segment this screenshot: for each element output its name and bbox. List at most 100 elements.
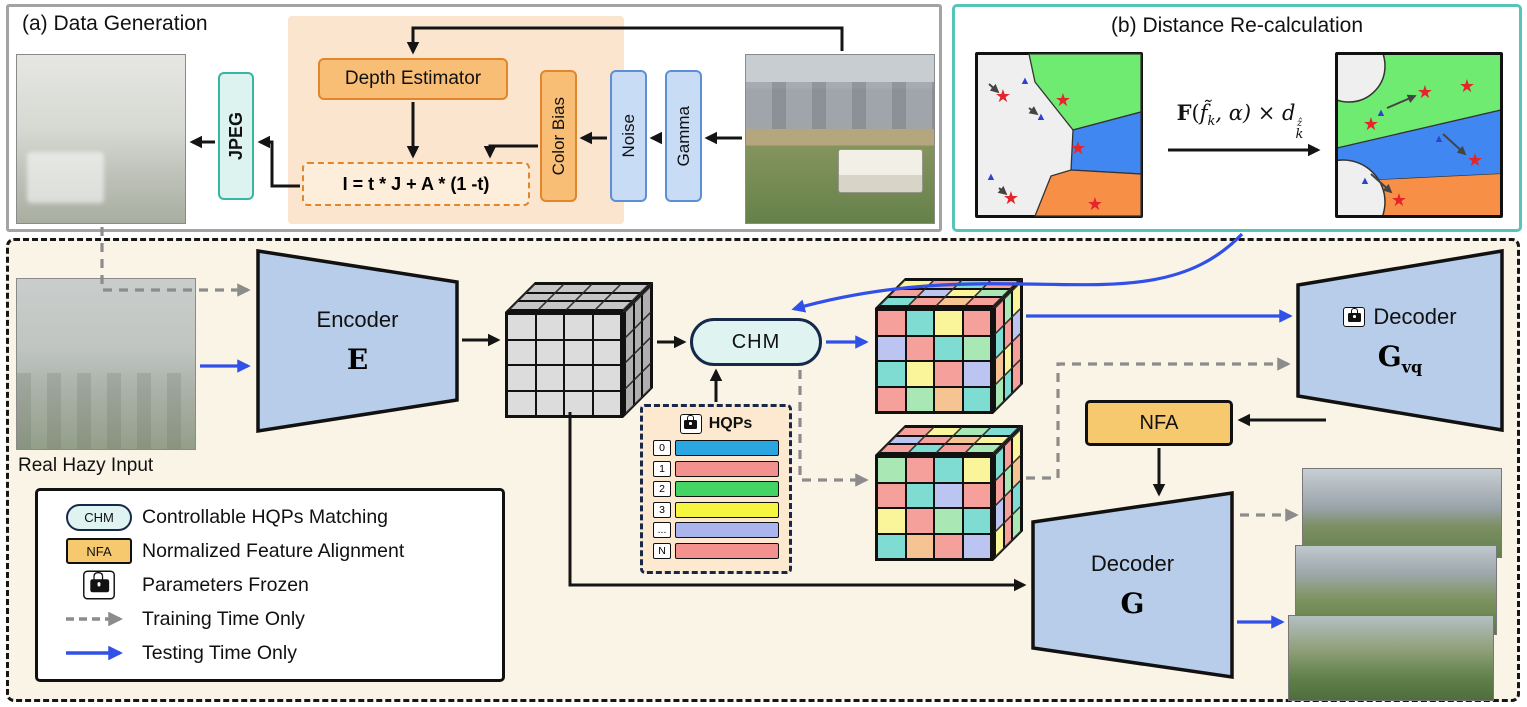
hqp-color-bar (675, 522, 779, 538)
cube-cell (535, 314, 564, 340)
star-icon: ★ (995, 86, 1011, 106)
gamma-label: Gamma (673, 105, 693, 167)
training-feature-cube (875, 425, 1023, 561)
decoder-g-label: Decoder (1090, 550, 1175, 576)
cube-cell (877, 386, 906, 412)
hqp-row: N (653, 542, 779, 559)
cube-cell (877, 457, 906, 483)
nfa-label: NFA (1139, 411, 1179, 434)
lock-chip (679, 414, 702, 434)
voronoi-before-diagram: ★ ★ ★ ★ ★ ▲ ▲ ▲ (975, 52, 1143, 218)
cube-cell (905, 386, 934, 412)
encoder-label: Encoder (316, 306, 399, 332)
star-icon: ★ (1087, 194, 1103, 214)
hqp-row: 2 (653, 481, 779, 497)
cube-cell (592, 390, 621, 416)
hqp-index: N (653, 542, 671, 559)
legend-row-chm: CHM Controllable HQPs Matching (56, 502, 484, 532)
nfa-badge: NFA (66, 538, 132, 564)
cube-cell (905, 335, 934, 361)
voronoi-after-diagram: ★ ★ ★ ★ ★ ▲ ▲ ▲ (1335, 52, 1503, 218)
lock-chip (1343, 307, 1366, 328)
color-bias-label: Color Bias (548, 96, 568, 176)
cube-cell (905, 533, 934, 559)
triangle-icon: ▲ (1020, 75, 1031, 87)
voronoi-frame (1335, 52, 1503, 218)
gamma-module: Gamma (665, 70, 702, 202)
output-image-1 (1302, 468, 1502, 558)
cube-cell (934, 335, 963, 361)
cube-cell (564, 390, 593, 416)
hqp-index: 3 (653, 501, 671, 518)
jpeg-label: JPEG (225, 111, 246, 161)
jpeg-module: JPEG (218, 72, 254, 200)
cube-cell (962, 310, 991, 336)
haze-formula: I = t * J + A * (1 -t) (342, 173, 490, 194)
formula-f-tilde: f̃ (1199, 101, 1208, 125)
formula-sub-k2: k (1295, 127, 1304, 142)
hqp-index: 0 (653, 440, 671, 456)
cube-cell (962, 533, 991, 559)
cube-cell (934, 508, 963, 534)
decoder-vq-trapezoid: Decoder Gvq (1295, 248, 1505, 433)
encoder-shape (256, 248, 459, 434)
feature-triangles: ▲ ▲ ▲ (1360, 107, 1445, 187)
cube-cell (962, 335, 991, 361)
triangle-icon: ▲ (1376, 107, 1387, 119)
chm-label: CHM (731, 330, 781, 353)
triangle-icon: ▲ (1360, 175, 1371, 187)
hqp-index: 2 (653, 481, 671, 497)
star-icon: ★ (1363, 114, 1379, 134)
cube-cell (592, 365, 621, 391)
hqp-color-bar (675, 440, 779, 456)
legend-label-training: Training Time Only (142, 607, 305, 630)
cube-cell (962, 361, 991, 387)
decoder-g-shape (1031, 490, 1234, 680)
cube-cell (877, 361, 906, 387)
triangle-icon: ▲ (1434, 133, 1445, 145)
cube-cell (962, 457, 991, 483)
decoder-vq-symbol: Gvq (1378, 340, 1422, 377)
hqps-title: HQPs (708, 415, 753, 432)
cube-cell (962, 508, 991, 534)
legend-label-testing: Testing Time Only (142, 641, 297, 664)
formula-sub-k: k (1207, 114, 1216, 130)
cube-cell (877, 508, 906, 534)
cube-cell (934, 361, 963, 387)
legend-label-frozen: Parameters Frozen (142, 573, 309, 596)
decoder-vq-symbol-g: G (1377, 340, 1402, 374)
depth-estimator-label: Depth Estimator (344, 68, 482, 89)
cube-front-face (875, 455, 993, 561)
legend-label-chm: Controllable HQPs Matching (142, 505, 389, 528)
star-icon: ★ (1055, 90, 1071, 110)
region-orange (1034, 169, 1142, 217)
quantized-feature-cube (875, 278, 1023, 414)
decoder-g-symbol: G (1120, 586, 1145, 620)
lock-icon (89, 571, 109, 592)
cube-cell (535, 365, 564, 391)
chm-module: CHM (690, 318, 822, 366)
star-icon: ★ (1417, 82, 1433, 102)
color-bias-module: Color Bias (540, 70, 577, 202)
cube-cell (905, 457, 934, 483)
triangle-icon: ▲ (986, 171, 997, 183)
star-icon: ★ (1459, 76, 1475, 96)
hqp-row: 0 (653, 440, 779, 456)
decoder-g-trapezoid: Decoder G (1030, 490, 1235, 680)
star-icon: ★ (1391, 190, 1407, 210)
nfa-module: NFA (1085, 400, 1233, 446)
prototype-stars: ★ ★ ★ ★ ★ (1363, 76, 1483, 210)
cube-cell (507, 390, 536, 416)
real-hazy-input-image (16, 278, 196, 450)
cube-cell (934, 310, 963, 336)
cube-cell (877, 482, 906, 508)
decoder-vq-shape (1296, 248, 1504, 433)
cube-cell (934, 386, 963, 412)
legend-row-nfa: NFA Normalized Feature Alignment (56, 536, 484, 566)
panel-b-title: (b) Distance Re-calculation (1110, 14, 1364, 37)
cube-cell (934, 482, 963, 508)
